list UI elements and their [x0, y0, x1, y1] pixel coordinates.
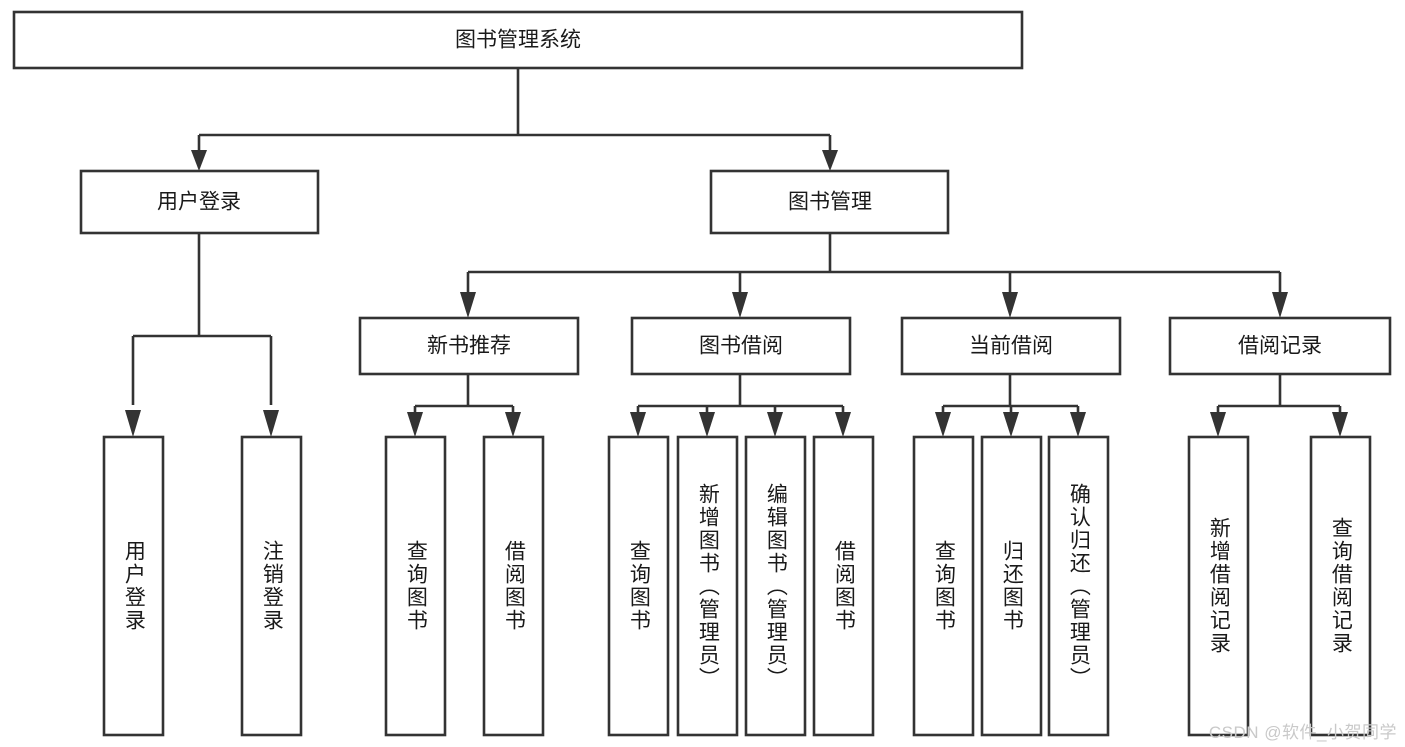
node-leaf-br-query-box[interactable] [1309, 435, 1372, 737]
arrowhead-leaf-bb-edit [767, 412, 783, 437]
node-leaf-br-add-box[interactable] [1187, 435, 1250, 737]
node-user-login-box[interactable] [79, 169, 320, 235]
node-user-login-label: 用户登录 [157, 191, 241, 214]
node-leaf-cb-confirm-box[interactable] [1047, 435, 1110, 737]
node-leaf-rec-query-box[interactable] [384, 435, 447, 737]
node-leaf-bb-borrow-box[interactable] [812, 435, 875, 737]
node-root-title-box[interactable] [12, 10, 1024, 70]
arrowhead-leaf-cb-return [1003, 412, 1019, 437]
connector-group [125, 68, 1348, 437]
node-user-login[interactable]: 用户登录 [79, 169, 320, 235]
arrowhead-leaf-user-login [125, 410, 141, 437]
node-leaf-cb-return-box[interactable] [980, 435, 1043, 737]
arrowhead-leaf-bb-borrow [835, 412, 851, 437]
node-book-manage-box[interactable] [709, 169, 950, 235]
node-current-borrow-label: 当前借阅 [969, 335, 1053, 358]
node-leaf-logout-box[interactable] [240, 435, 303, 737]
arrowhead-leaf-br-query [1332, 412, 1348, 437]
node-new-book-rec-label: 新书推荐 [427, 335, 511, 358]
node-root-title-label: 图书管理系统 [455, 29, 581, 52]
arrowhead-borrow-record [1272, 292, 1288, 318]
node-new-book-rec[interactable]: 新书推荐 [358, 316, 580, 376]
node-book-manage-label: 图书管理 [788, 191, 872, 214]
node-leaf-cb-query-box[interactable] [912, 435, 975, 737]
node-borrow-record[interactable]: 借阅记录 [1168, 316, 1392, 376]
arrowhead-user-login [191, 150, 207, 171]
node-book-manage[interactable]: 图书管理 [709, 169, 950, 235]
node-book-borrow-label: 图书借阅 [699, 335, 783, 358]
node-leaf-bb-add-box[interactable] [676, 435, 739, 737]
arrowhead-leaf-bb-query [630, 412, 646, 437]
node-borrow-record-label: 借阅记录 [1238, 335, 1322, 358]
arrowhead-leaf-rec-query [407, 412, 423, 437]
arrowhead-book-borrow [732, 292, 748, 318]
node-leaf-rec-borrow-box[interactable] [482, 435, 545, 737]
node-leaf-bb-query-box[interactable] [607, 435, 670, 737]
node-current-borrow[interactable]: 当前借阅 [900, 316, 1122, 376]
arrowhead-leaf-rec-borrow [505, 412, 521, 437]
arrowhead-leaf-br-add [1210, 412, 1226, 437]
arrowhead-leaf-bb-add [699, 412, 715, 437]
arrowhead-book-manage [822, 150, 838, 171]
arrowhead-current-borrow [1002, 292, 1018, 318]
node-root-title[interactable]: 图书管理系统 [12, 10, 1024, 70]
node-book-borrow[interactable]: 图书借阅 [630, 316, 852, 376]
csdn-watermark: CSDN @软件_小贺同学 [1208, 723, 1397, 742]
arrowhead-new-book-rec [460, 292, 476, 318]
arrowhead-leaf-cb-confirm [1070, 412, 1086, 437]
node-borrow-record-box[interactable] [1168, 316, 1392, 376]
node-leaf-bb-edit-box[interactable] [744, 435, 807, 737]
arrowhead-leaf-cb-query [935, 412, 951, 437]
node-current-borrow-box[interactable] [900, 316, 1122, 376]
node-leaf-user-login-box[interactable] [102, 435, 165, 737]
arrowhead-leaf-logout [263, 410, 279, 437]
node-book-borrow-box[interactable] [630, 316, 852, 376]
node-new-book-rec-box[interactable] [358, 316, 580, 376]
